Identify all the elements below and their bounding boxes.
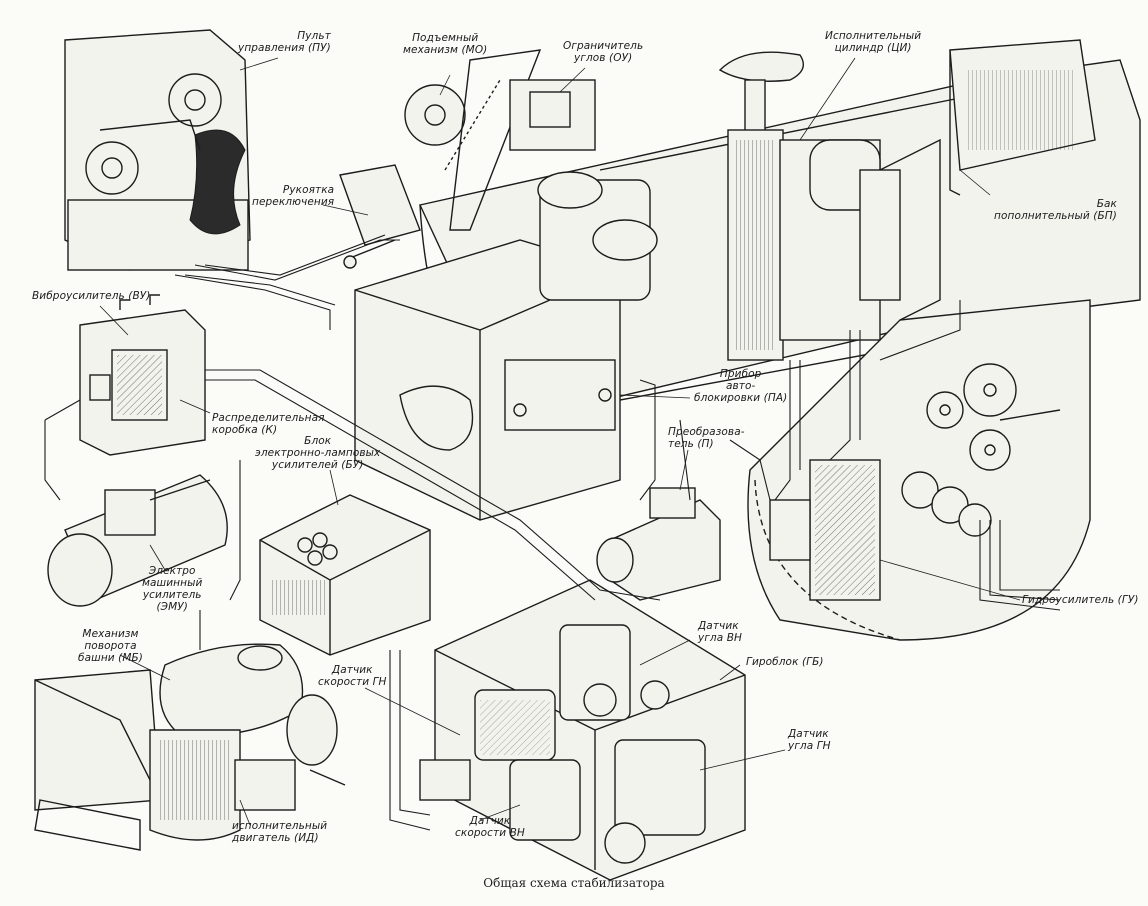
switch-handle xyxy=(339,164,421,269)
additional-tank xyxy=(949,39,1096,196)
central-housing xyxy=(354,171,658,521)
converter xyxy=(596,487,721,601)
leader-lines xyxy=(99,57,1021,826)
label-hydro-amplifier: Гидроусилитель (ГУ) xyxy=(1022,594,1139,606)
electronic-amplifier-block xyxy=(259,494,431,656)
cable-network xyxy=(44,234,1061,831)
turret-traverse-mechanism xyxy=(34,643,346,851)
label-vibro-amplifier: Виброусилитель (ВУ) xyxy=(32,290,151,302)
label-gyro-block: Гироблок (ГБ) xyxy=(746,656,824,668)
electro-machine-amplifier xyxy=(47,474,228,607)
control-panel xyxy=(64,29,251,271)
lift-mechanism xyxy=(404,49,596,231)
gyro-block xyxy=(419,579,746,881)
hydro-amplifier-assembly xyxy=(747,299,1091,641)
actuator-cylinder xyxy=(718,51,941,361)
figure-caption: Общая схема стабилизатора xyxy=(483,876,665,890)
label-converter: Преобразова-тель (П) xyxy=(668,426,745,450)
vibro-amplifier xyxy=(79,294,206,456)
